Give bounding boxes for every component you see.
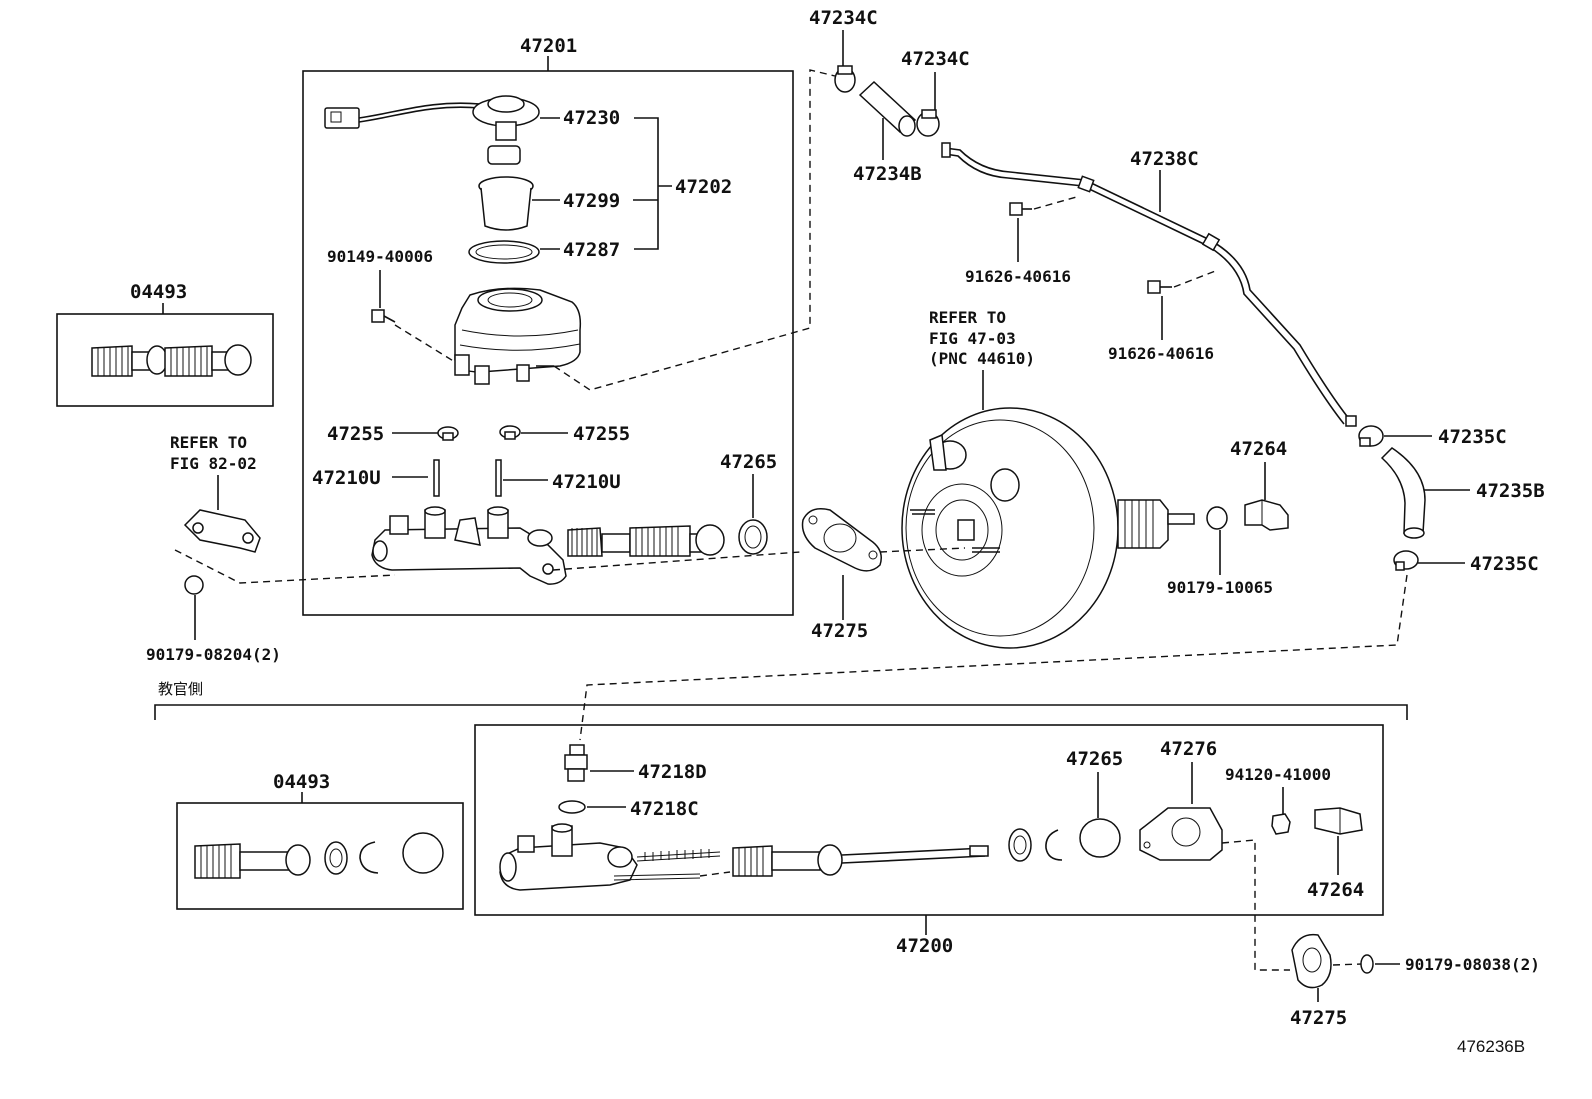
label-90179-10065: 90179-10065 (1167, 578, 1273, 597)
refer-82-02-line2: FIG 82-02 (170, 454, 257, 473)
nut-90179-10065 (1206, 506, 1228, 530)
brake-booster (901, 407, 1195, 649)
hose-clip-47234C-a (834, 65, 856, 93)
label-47265-top: 47265 (720, 451, 777, 473)
reservoir-strainer (478, 176, 534, 231)
refer-47-03-line3: (PNC 44610) (929, 349, 1035, 368)
label-47264-bottom: 47264 (1307, 879, 1364, 901)
pin-right (495, 459, 502, 497)
label-47255-left: 47255 (327, 423, 384, 445)
label-90179-08038: 90179-08038(2) (1405, 955, 1540, 974)
nut-94120-41000 (1271, 813, 1291, 835)
kit-parts-04493-top (91, 344, 252, 377)
label-47235B: 47235B (1476, 480, 1545, 502)
screw-90149 (371, 309, 396, 323)
washer-47218C (558, 800, 586, 814)
kit-box-04493-bottom (176, 802, 464, 910)
label-47238C: 47238C (1130, 148, 1199, 170)
refer-47-03-line1: REFER TO (929, 308, 1006, 327)
snap-ring (1045, 829, 1063, 861)
kit-parts-04493-bottom (194, 832, 444, 879)
label-91626-40616-a: 91626-40616 (965, 267, 1071, 286)
label-47230: 47230 (563, 107, 620, 129)
label-47201: 47201 (520, 35, 577, 57)
vacuum-pipe-47238C (941, 142, 1357, 427)
label-47255-right: 47255 (573, 423, 630, 445)
master-cylinder-lower (499, 823, 721, 891)
hose-47235B (1380, 447, 1426, 539)
label-47276: 47276 (1160, 738, 1217, 760)
label-47234C-a: 47234C (809, 7, 878, 29)
label-47202: 47202 (675, 176, 732, 198)
piston-spring-set-top (567, 524, 725, 557)
label-04493-top: 04493 (130, 281, 187, 303)
reservoir-cap (472, 95, 540, 165)
hose-clip-47234C-b (916, 109, 940, 137)
nut-90179-08204 (184, 575, 204, 595)
nut-90179-08038 (1360, 954, 1374, 974)
label-47210U-left: 47210U (312, 467, 381, 489)
bolt-91626-b (1147, 280, 1172, 294)
spacer-47276 (1139, 807, 1223, 861)
level-sensor-connector (324, 102, 481, 129)
bracket-fig-82-02 (183, 509, 261, 553)
bolt-91626-a (1009, 202, 1032, 216)
hose-clip-47235C-a (1358, 425, 1384, 447)
grommet-left (437, 426, 459, 441)
label-47264-top: 47264 (1230, 438, 1287, 460)
label-47287: 47287 (563, 239, 620, 261)
refer-82-02-line1: REFER TO (170, 433, 247, 452)
boot-47265 (1079, 818, 1121, 858)
reservoir-tank (454, 287, 582, 385)
grommet-right (499, 425, 521, 440)
fitting-47218D (564, 744, 588, 782)
label-47200: 47200 (896, 935, 953, 957)
hose-47234B (858, 80, 917, 137)
clip-47264-bottom (1314, 807, 1363, 835)
master-cylinder-body (371, 506, 567, 585)
label-90179-08204: 90179-08204(2) (146, 645, 281, 664)
label-47218D: 47218D (638, 761, 707, 783)
seal-ring-top (738, 519, 768, 555)
label-47210U-right: 47210U (552, 471, 621, 493)
label-47235C-b: 47235C (1470, 553, 1539, 575)
clip-47264-top (1244, 499, 1289, 531)
hose-clip-47235C-b (1393, 550, 1419, 571)
gasket-47275-top (801, 508, 882, 572)
label-47275-bottom: 47275 (1290, 1007, 1347, 1029)
figure-code: 476236B (1457, 1037, 1525, 1056)
label-94120-41000: 94120-41000 (1225, 765, 1331, 784)
label-47235C-a: 47235C (1438, 426, 1507, 448)
label-91626-40616-b: 91626-40616 (1108, 344, 1214, 363)
reservoir-gasket (468, 240, 540, 264)
label-47265-bottom: 47265 (1066, 748, 1123, 770)
retainer-washer (1008, 828, 1032, 862)
refer-47-03-line2: FIG 47-03 (929, 329, 1016, 348)
label-90149-40006: 90149-40006 (327, 247, 433, 266)
assembly-box-47200 (474, 724, 1384, 916)
label-47218C: 47218C (630, 798, 699, 820)
gasket-47275-bottom (1291, 933, 1332, 989)
piston-rod-lower (732, 844, 989, 877)
label-47234C-b: 47234C (901, 48, 970, 70)
note-instructor-side: 教官側 (158, 680, 203, 698)
label-47299: 47299 (563, 190, 620, 212)
label-47234B: 47234B (853, 163, 922, 185)
kit-box-04493-top (56, 313, 274, 407)
label-47275-top: 47275 (811, 620, 868, 642)
label-04493-bottom: 04493 (273, 771, 330, 793)
pin-left (433, 459, 440, 497)
